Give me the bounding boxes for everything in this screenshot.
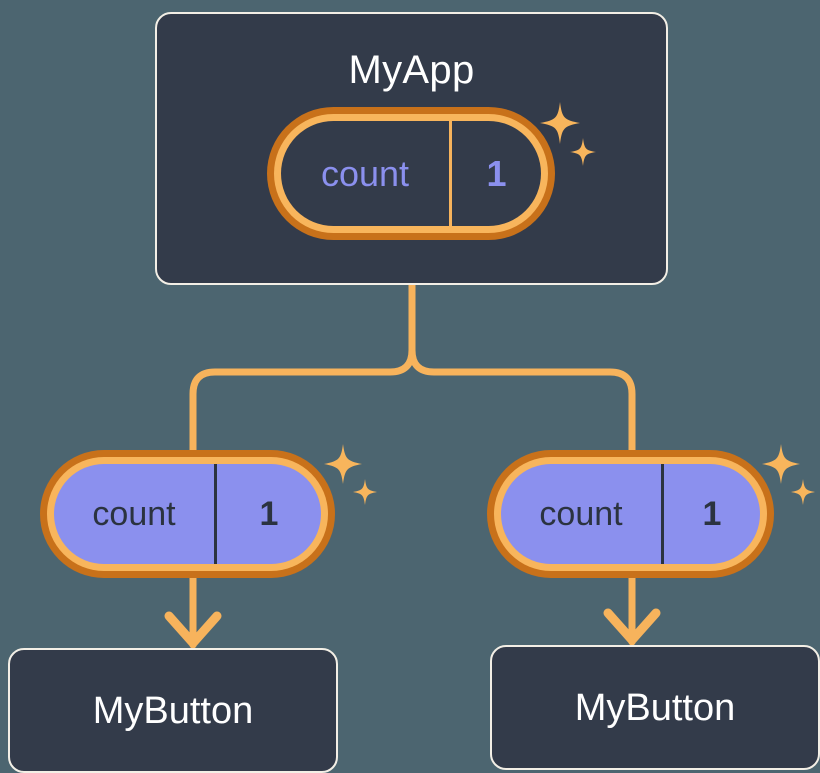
state-pill-myapp[interactable]: count 1 (267, 107, 555, 240)
component-card-mybutton-right[interactable]: MyButton (490, 645, 820, 770)
arrow-left-head-icon (164, 611, 222, 648)
component-card-label: MyButton (574, 686, 736, 729)
state-key-label: count (54, 464, 217, 564)
arrow-right-head-icon (603, 608, 661, 645)
state-value-label: 1 (702, 495, 722, 533)
component-card-mybutton-left[interactable]: MyButton (8, 648, 338, 773)
page-title: MyApp (348, 48, 475, 92)
state-pill-ring: count 1 (47, 457, 328, 571)
state-value-label: 1 (259, 495, 279, 533)
state-key-label: count (501, 464, 664, 564)
component-card-label: MyButton (92, 689, 254, 732)
state-key-label: count (281, 121, 452, 226)
state-pill-child-left[interactable]: count 1 (40, 450, 335, 578)
state-value-label: 1 (486, 152, 507, 194)
state-pill-face: count 1 (281, 121, 541, 226)
state-pill-child-right[interactable]: count 1 (487, 450, 774, 578)
connector-left-branch (189, 281, 416, 456)
state-pill-ring: count 1 (494, 457, 767, 571)
connector-right-branch (408, 281, 636, 456)
state-pill-ring: count 1 (274, 114, 548, 233)
state-pill-face: count 1 (54, 464, 321, 564)
state-pill-face: count 1 (501, 464, 760, 564)
